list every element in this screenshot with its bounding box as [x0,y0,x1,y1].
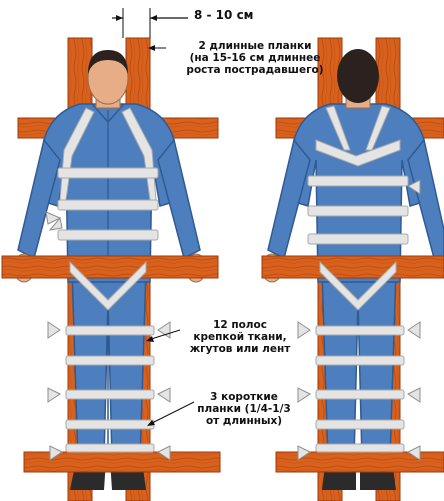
front-torso [38,104,180,282]
back-view [262,38,444,501]
fabric-strips-label: 12 полос крепкой ткани, жгутов или лент [178,319,302,355]
long-splints-label: 2 длинные планки (на 15-16 см длиннее ро… [160,40,350,76]
width-dimension [112,8,188,38]
back-short-splint-hips [262,256,444,278]
short-splint-hips [2,256,218,278]
short-splints-label: 3 короткие планки (1/4-1/3 от длинных) [192,391,296,427]
back-torso [288,104,430,282]
width-range-label: 8 - 10 см [194,9,253,22]
front-view [2,38,220,501]
